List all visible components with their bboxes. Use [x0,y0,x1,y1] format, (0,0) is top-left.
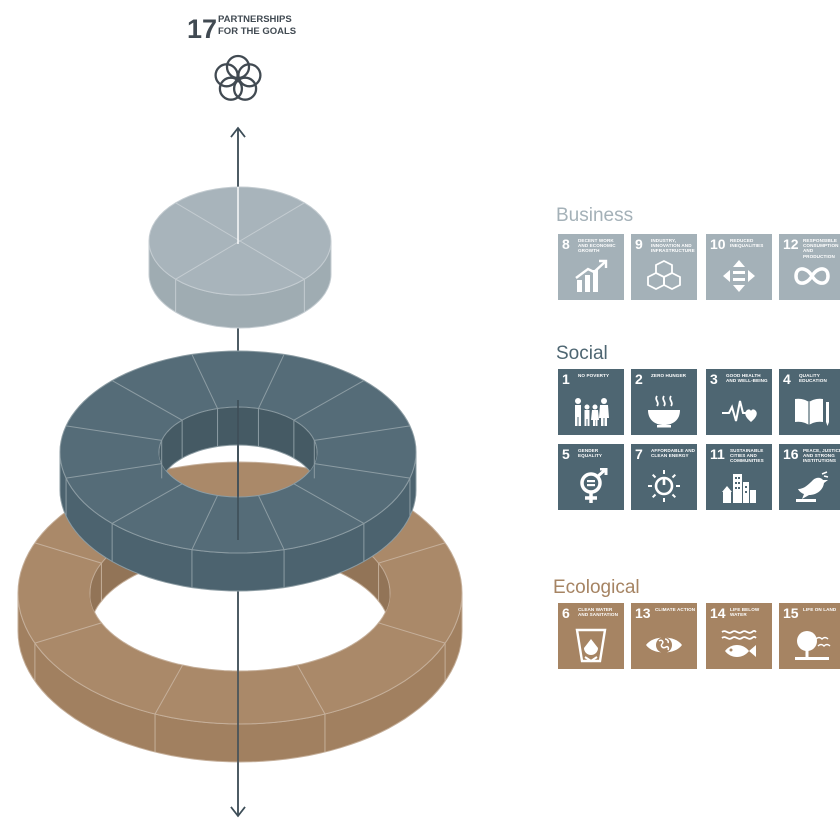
sdg-tile-8: 8 Decent work and economic growth [558,234,624,300]
layer-stack [17,126,463,818]
sdg-tile-number: 16 [783,446,799,462]
interlocking-rings-icon [214,54,262,101]
sdg-tile-number: 11 [710,446,725,462]
equality-arrows-icon [723,260,755,292]
stacked-cubes-icon [647,259,681,291]
sdg-tile-number: 6 [562,605,570,621]
sdg-tile-16: 16Peace, justice and strong institutions [779,444,840,510]
rising-bar-chart-icon [575,259,608,292]
sdg-tile-number: 8 [562,236,570,252]
sdg-tile-10: 10 Reduced inequalities [706,234,772,300]
dove-gavel-icon [796,471,829,502]
sdg-tile-number: 14 [710,605,726,621]
sdg-tile-number: 3 [710,371,718,387]
sdg-tile-number: 2 [635,371,643,387]
sdg-tile-number: 12 [783,236,799,252]
power-sun-icon [648,470,680,502]
family-icon [575,398,609,426]
sdg-tile-13: 13 Climate action [631,603,697,669]
sdg-tile-title: Affordable and clean energy [651,448,696,459]
sdg-tile-4: 4 Quality education [779,369,840,435]
sdg-tile-number: 4 [783,371,791,387]
sdg-tile-number: 15 [783,605,799,621]
sdg-tile-6: 6 Clean water and sanitation [558,603,624,669]
sdg-tile-3: 3 Good health and well-being [706,369,772,435]
tree-birds-icon [795,631,831,660]
group-title-ecological: Ecological [553,577,640,598]
sdg-tile-2: 2 Zero hunger [631,369,697,435]
infinity-loop-icon [794,267,830,285]
sdg-tile-5: 5 Gender equality [558,444,624,510]
goal-17-label: 17 PARTNERSHIPS FOR THE GOALS [187,14,296,44]
sdg-tile-title: Life on land [803,607,837,612]
sdg-tile-title: Climate action [655,607,696,612]
sdg-tile-title: Sustainable cities and communities [730,448,764,464]
sdg-tile-12: 12Responsible consumption and production [779,234,840,300]
goal-17-number: 17 [187,14,217,44]
sdg-tile-title: Good health and well-being [726,373,768,384]
sdg-tile-title: No poverty [578,373,610,378]
social-layer [59,350,417,592]
sdg-tile-number: 5 [562,446,570,462]
sdg-tile-7: 7 Affordable and clean energy [631,444,697,510]
eye-globe-icon [646,637,682,653]
goal-17-title-line2: FOR THE GOALS [218,26,296,37]
open-book-pencil-icon [795,398,829,426]
city-buildings-icon [722,474,756,503]
water-glass-icon [575,628,607,663]
sdg-tile-title: Reduced inequalities [730,238,764,249]
sdg-tile-number: 7 [635,446,643,462]
steaming-bowl-icon [648,395,680,428]
sdg-tile-11: 11 Sustainable cities and communities [706,444,772,510]
sdg-tile-15: 15 Life on land [779,603,840,669]
sdg-tile-title: Decent work and economic growth [578,238,616,254]
heartbeat-icon [722,400,757,422]
gender-symbol-icon [580,468,608,503]
sdg-tile-number: 9 [635,236,643,252]
sdg-tile-number: 10 [710,236,726,252]
sdg-tile-title: Industry, innovation and infrastructure [651,238,695,254]
sdg-tile-title: Gender equality [578,448,603,459]
sdg-tile-14: 14 Life below water [706,603,772,669]
sdg-tile-number: 1 [562,371,570,387]
sdg-tile-title: Peace, justice and strong institutions [803,448,840,464]
sdg-tile-9: 9 Industry, innovation and infrastructure [631,234,697,300]
sdg-tile-1: 1 No poverty [558,369,624,435]
sdg-tile-number: 13 [635,605,651,621]
goal-17-title-line1: PARTNERSHIPS [218,14,292,25]
sdg-tile-title: Clean water and sanitation [578,607,619,618]
axis-arrow-up-icon [230,126,246,138]
sdg-tile-title: Life below water [730,607,760,618]
sdg-tile-title: Quality education [799,373,827,384]
sdg-tile-title: Zero hunger [651,373,687,378]
business-layer [148,186,332,329]
group-title-social: Social [556,343,608,364]
fish-waves-icon [721,629,757,657]
group-title-business: Business [556,205,634,226]
sdg-tile-title: Responsible consumption and production [803,238,839,259]
axis-arrow-down-icon [230,806,246,818]
